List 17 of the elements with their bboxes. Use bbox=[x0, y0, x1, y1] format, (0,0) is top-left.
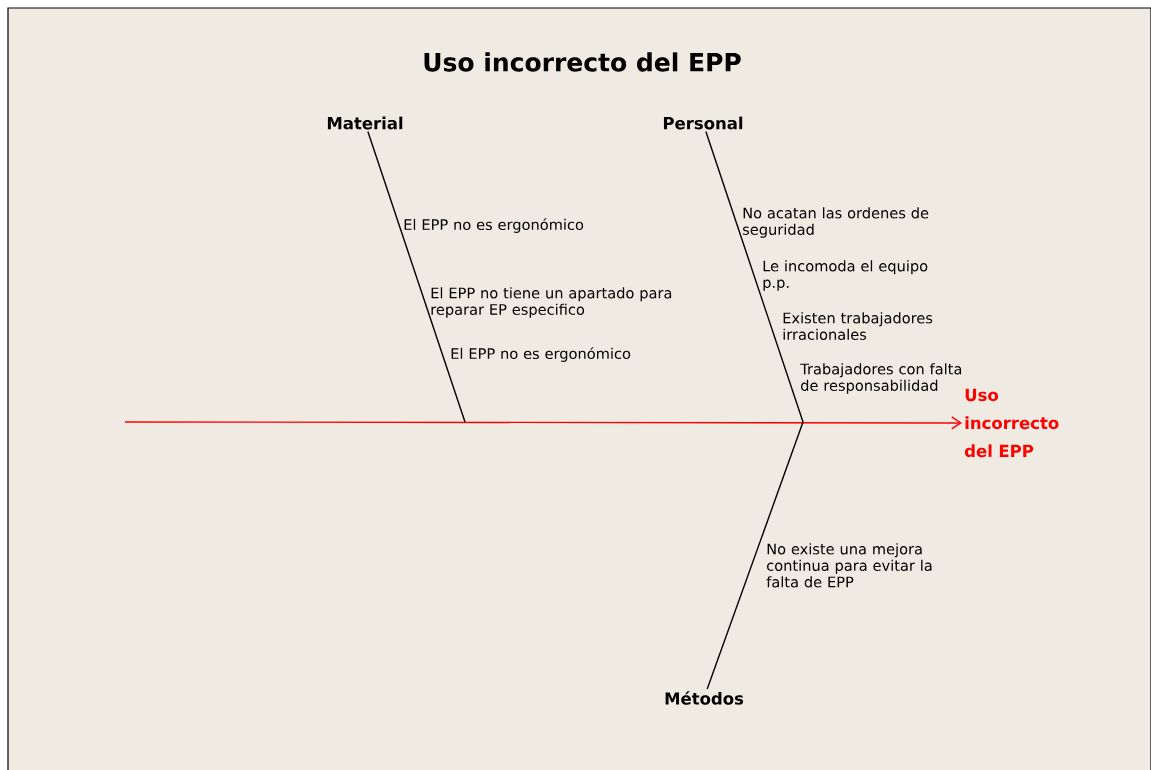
cause-label: No existe una mejora continua para evitar la falta de EPP bbox=[766, 543, 932, 588]
title: Uso incorrecto del EPP bbox=[424, 52, 741, 72]
cause-label: Le incomoda el equipo p.p. bbox=[763, 260, 928, 291]
category-label: Métodos bbox=[665, 691, 744, 705]
bone-line bbox=[705, 130, 804, 423]
cause-label: Trabajadores con falta de responsabilidad bbox=[800, 363, 962, 394]
cause-label: El EPP no es ergonómico bbox=[451, 347, 631, 362]
cause-label: El EPP no tiene un apartado para reparar EP especifico bbox=[431, 287, 672, 318]
bone-line bbox=[706, 421, 804, 690]
cause-label: El EPP no es ergonómico bbox=[404, 218, 584, 233]
category-label: Personal bbox=[663, 116, 743, 130]
bone-line bbox=[367, 130, 466, 423]
cause-label: No acatan las ordenes de seguridad bbox=[743, 207, 929, 238]
spine-arrow bbox=[124, 416, 962, 430]
effect-label: Uso incorrecto del EPP bbox=[964, 388, 1059, 458]
category-label: Material bbox=[327, 116, 403, 130]
cause-label: Existen trabajadores irracionales bbox=[783, 312, 933, 340]
